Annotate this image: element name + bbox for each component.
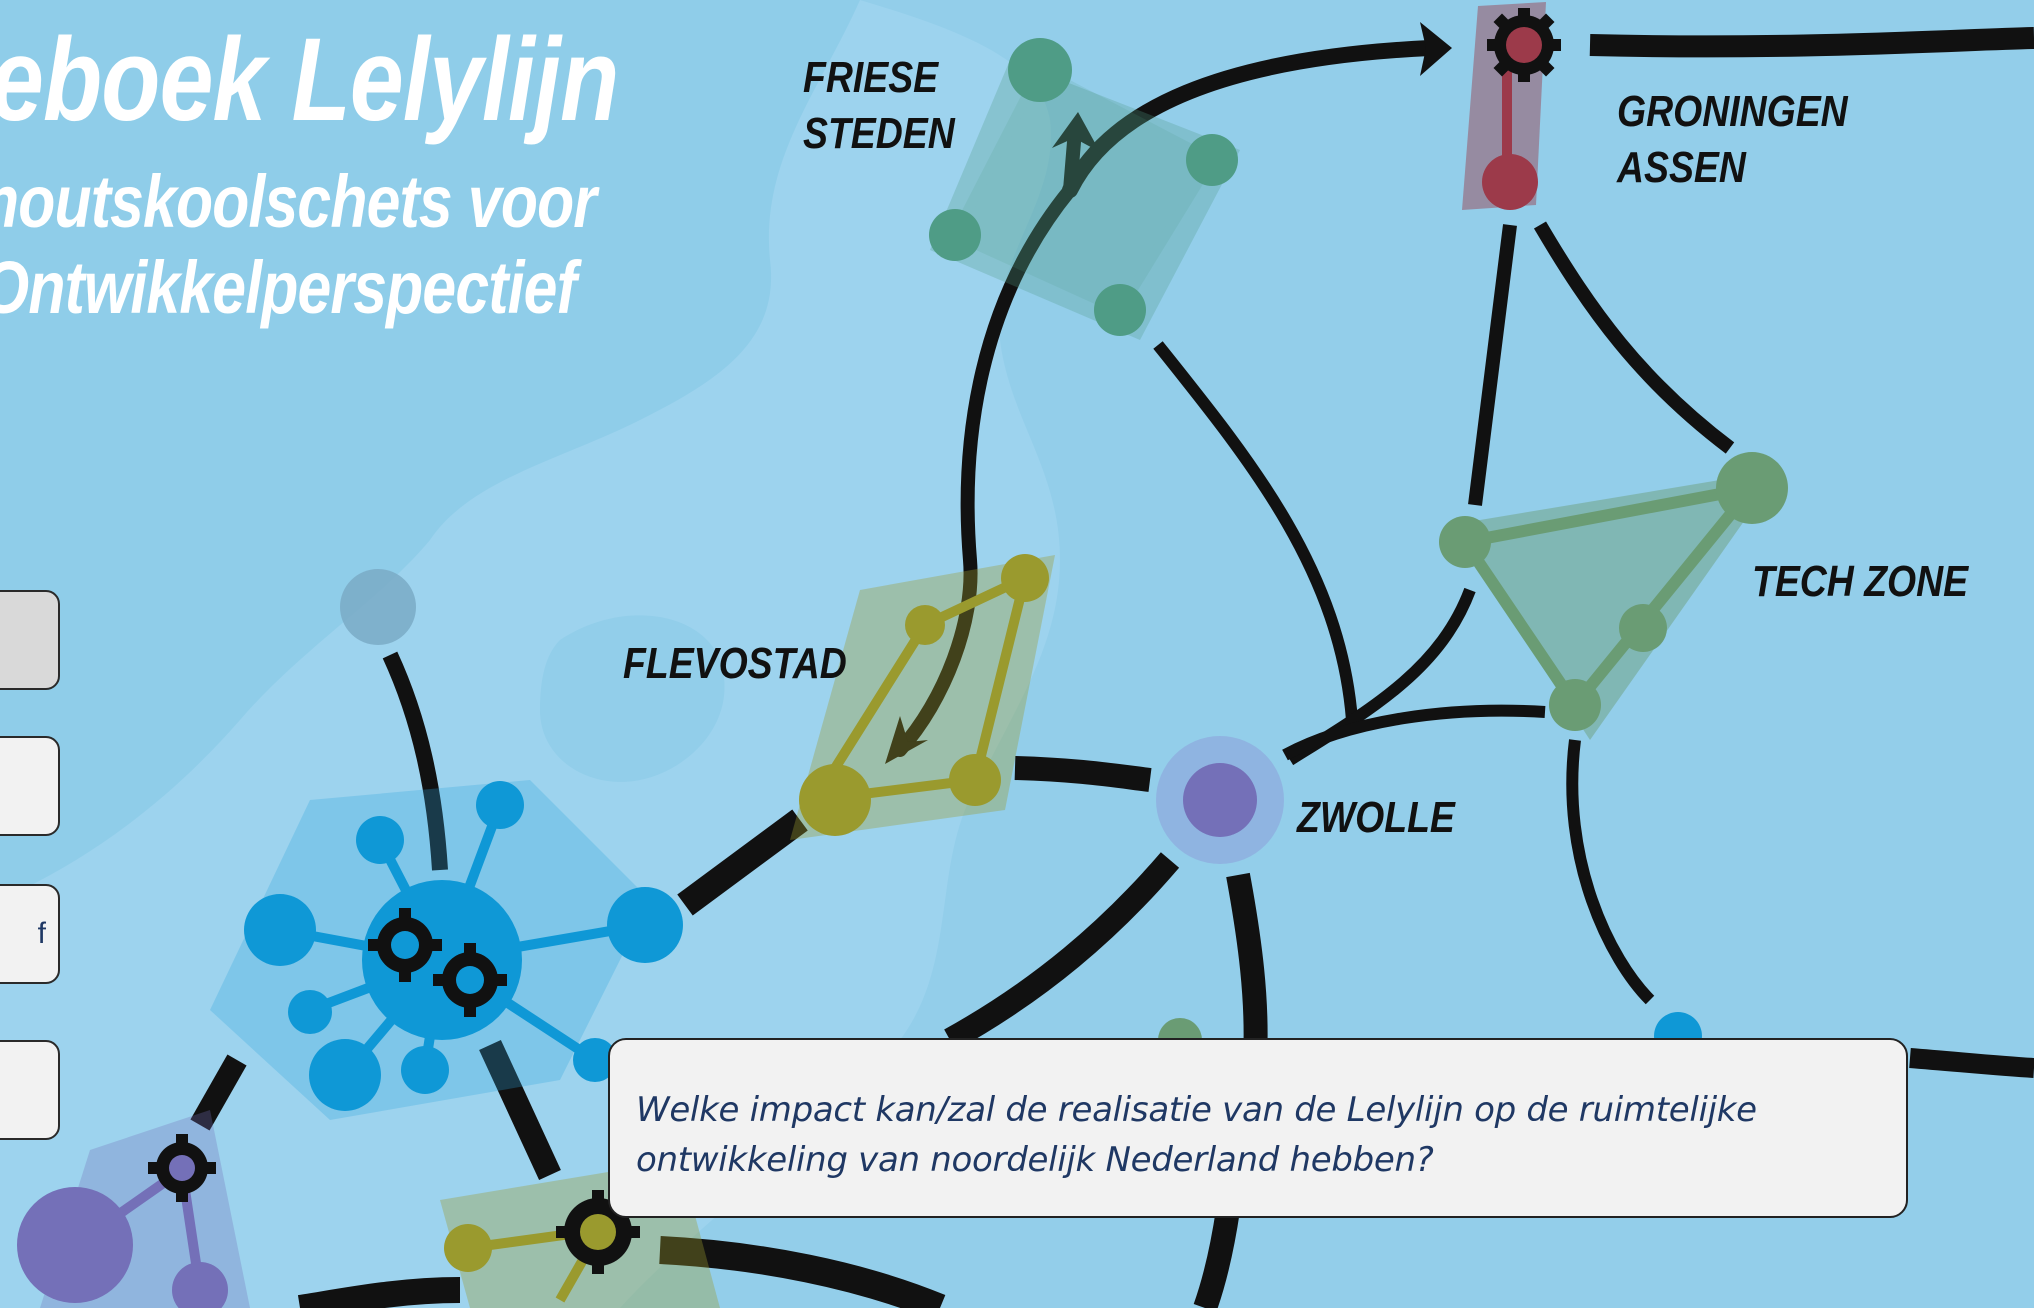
groningen-assen-label: GRONINGEN ASSEN: [1617, 87, 1848, 192]
question-text: Welke impact kan/zal de realisatie van d…: [636, 1090, 1757, 1180]
flevostad-label: FLEVOSTAD: [623, 639, 847, 688]
randstad-cluster-node: [210, 569, 683, 1120]
connection-lines: [190, 27, 2034, 1308]
friese-steden-node: [929, 38, 1240, 340]
page-subtitle-line1: houtskoolschets voor: [0, 160, 597, 243]
flow-arrows: [893, 40, 1438, 757]
tech-zone-label: TECH ZONE: [1752, 557, 1969, 606]
side-button-3[interactable]: f: [0, 884, 60, 984]
zwolle-label: ZWOLLE: [1297, 793, 1455, 842]
arrow-heads: [885, 22, 1452, 764]
friese-steden-label: FRIESE STEDEN: [803, 53, 955, 158]
side-button-2[interactable]: [0, 736, 60, 836]
question-box: Welke impact kan/zal de realisatie van d…: [608, 1038, 1908, 1218]
page-subtitle-line2: Ontwikkelperspectief: [0, 246, 577, 329]
tech-zone-node: [1439, 452, 1788, 740]
side-button-4[interactable]: [0, 1040, 60, 1140]
groningen-assen-node: [1462, 2, 1561, 210]
purple-cluster-node: [17, 1110, 250, 1308]
zwolle-node: [1156, 736, 1284, 864]
page-title: eboek Lelylijn: [0, 14, 619, 146]
side-button-1[interactable]: [0, 590, 60, 690]
flevostad-node: [790, 554, 1055, 840]
